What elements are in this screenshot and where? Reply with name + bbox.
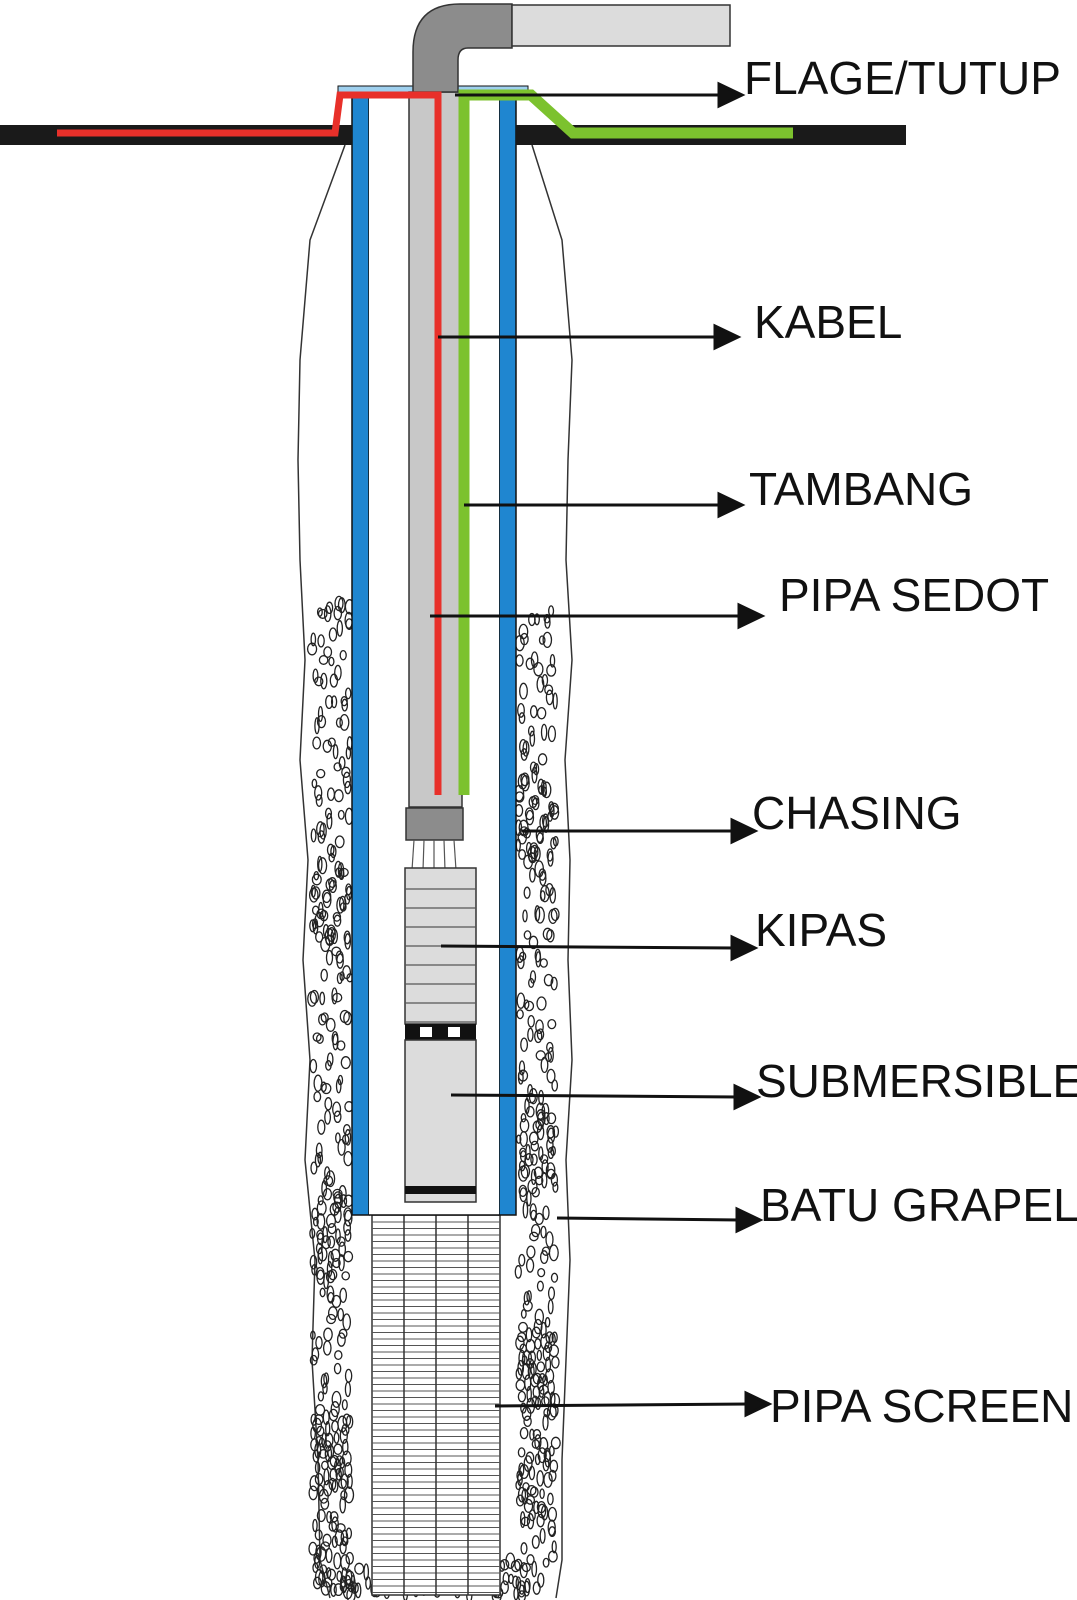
leader-arrows <box>430 81 773 1418</box>
label-gravel: BATU GRAPEL <box>760 1179 1077 1231</box>
gravel-pack <box>306 595 561 1600</box>
arrow-screen-pipe <box>494 1402 750 1408</box>
pump-coupling <box>405 807 464 841</box>
pump-band <box>405 1024 476 1040</box>
casing-right-wall <box>498 91 517 1216</box>
label-flange: FLAGE/TUTUP <box>744 52 1061 104</box>
pump-intake-ribs <box>411 839 457 871</box>
label-suction-pipe: PIPA SEDOT <box>779 569 1049 621</box>
label-submersible: SUBMERSIBLE <box>756 1055 1077 1107</box>
arrow-gravel <box>556 1216 741 1222</box>
casing-left-wall <box>351 91 370 1216</box>
screen-pipe <box>371 1214 501 1596</box>
label-screen-pipe: PIPA SCREEN <box>770 1380 1073 1432</box>
label-cable: KABEL <box>754 296 902 348</box>
outlet-elbow <box>412 3 513 93</box>
outlet-pipe <box>511 4 731 47</box>
label-casing: CHASING <box>752 787 962 839</box>
power-cable <box>57 91 442 795</box>
arrow-impeller <box>440 944 736 950</box>
borehole-right-wall <box>531 144 573 1599</box>
label-impeller: KIPAS <box>755 904 887 956</box>
arrow-submersible <box>450 1093 739 1099</box>
motor-base-band <box>405 1186 476 1194</box>
submersible-motor <box>404 1039 477 1203</box>
label-rope: TAMBANG <box>749 463 973 515</box>
